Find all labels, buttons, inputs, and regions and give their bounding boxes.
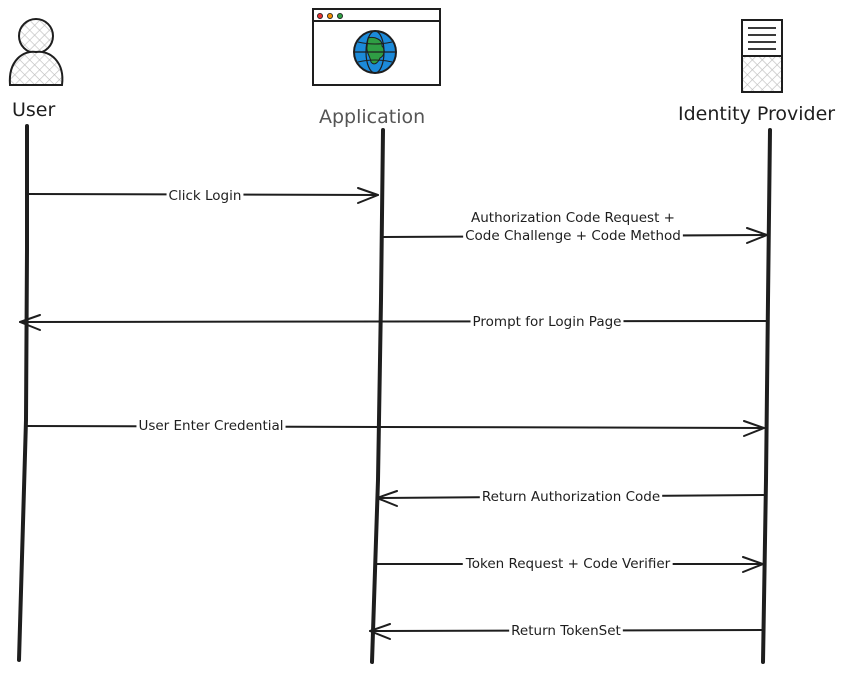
message-arrow: Token Request + Code Verifier [376,556,764,573]
message-label: Click Login [169,188,242,204]
message-label: Prompt for Login Page [473,314,622,330]
application-lifeline [370,128,385,664]
user-icon [8,18,64,86]
arrow-head [746,227,768,244]
message-arrow: Prompt for Login Page [19,314,767,331]
message-label: Return TokenSet [511,623,621,639]
arrow-line [19,320,767,323]
message-label-background [462,556,673,572]
arrow-head [369,623,391,640]
message-label-background [509,623,623,639]
message-arrow: Authorization Code Request + Code Challen… [382,210,768,244]
message-label-background [136,418,286,434]
arrow-head [357,187,379,204]
arrow-head [742,556,764,573]
message-label: User Enter Credential [138,418,283,434]
message-label: Authorization Code Request + [471,210,675,226]
message-arrow: Return TokenSet [369,623,764,640]
message-label-background [479,489,663,505]
message-label: Return Authorization Code [482,489,660,505]
arrow-head [19,314,41,331]
identity-provider-lifeline [761,128,772,664]
message-label-background [470,314,624,330]
arrow-line [24,425,765,429]
server-icon [741,19,783,93]
message-arrow: Return Authorization Code [376,489,766,507]
user-label: User [12,99,55,121]
message-label: Code Challenge + Code Method [465,228,681,244]
message-label-background [166,188,244,204]
identity-provider-label: Identity Provider [678,103,835,125]
message-label-background [463,228,683,244]
message-arrow: Click Login [27,187,379,204]
browser-globe-icon [312,8,441,86]
message-label: Token Request + Code Verifier [465,556,671,572]
arrow-head [743,420,765,437]
arrow-head [376,490,398,507]
message-label-background [468,210,678,226]
application-label: Application [319,106,425,128]
message-arrow: User Enter Credential [24,418,765,437]
user-lifeline [17,124,29,662]
